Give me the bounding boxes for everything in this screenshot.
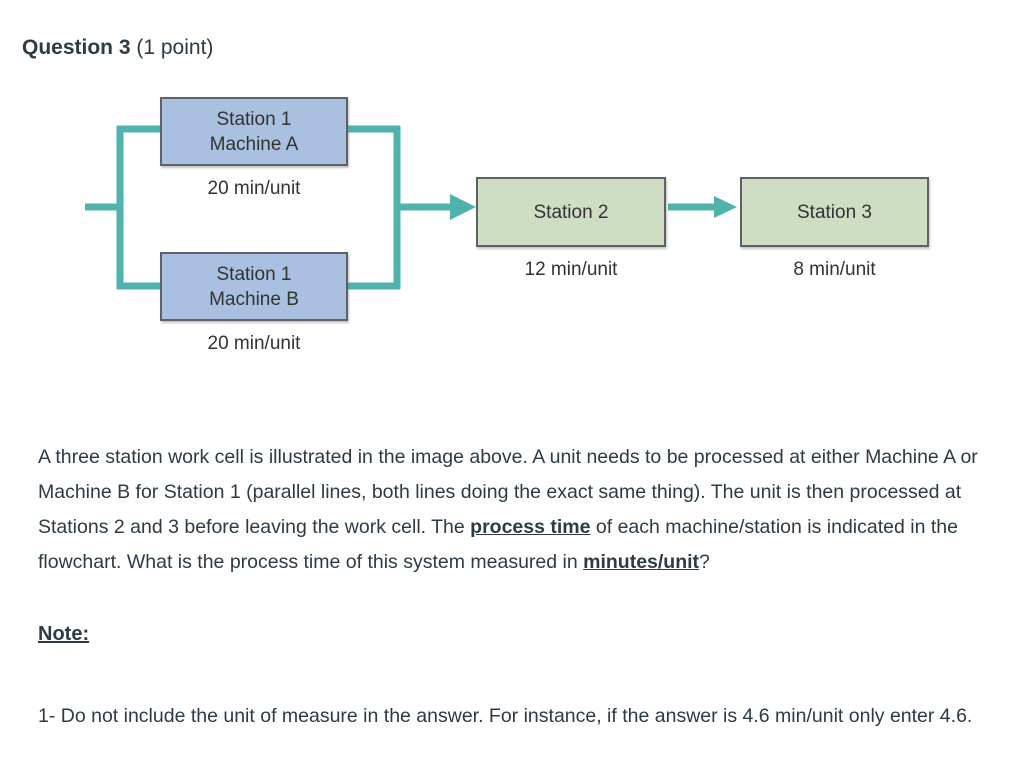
caption-station1-machine-b: 20 min/unit bbox=[207, 333, 301, 354]
work-cell-flowchart: Station 1 Machine A 20 min/unit Station … bbox=[0, 80, 1024, 380]
node-station2: Station 2 bbox=[476, 177, 666, 247]
emphasis-process-time: process time bbox=[470, 515, 591, 538]
question-points: (1 point) bbox=[136, 36, 214, 59]
caption-station1-machine-a: 20 min/unit bbox=[207, 178, 301, 199]
caption-station3: 8 min/unit bbox=[793, 259, 876, 280]
node-station3-label: Station 3 bbox=[797, 201, 872, 223]
node-station1-machine-b: Station 1 Machine B bbox=[160, 252, 348, 321]
question-number: Question 3 bbox=[22, 36, 131, 59]
node-station3: Station 3 bbox=[740, 177, 929, 247]
emphasis-minutes-per-unit: minutes/unit bbox=[583, 550, 700, 573]
caption-station2: 12 min/unit bbox=[524, 259, 618, 280]
node-station1-machine-b-line1: Station 1 bbox=[216, 263, 292, 285]
question-body-part-1: A three station work cell is illustrated… bbox=[38, 445, 978, 538]
flowchart-connectors bbox=[85, 125, 737, 290]
arrowhead-to-station3 bbox=[714, 196, 737, 218]
question-body-text: A three station work cell is illustrated… bbox=[38, 440, 984, 580]
node-station1-machine-a-line2: Machine A bbox=[209, 133, 299, 155]
node-station2-label: Station 2 bbox=[533, 201, 609, 223]
node-station1-machine-a-line1: Station 1 bbox=[216, 108, 292, 130]
question-body-part-2: of each machine/station is indicated in … bbox=[38, 515, 958, 573]
node-station1-machine-a: Station 1 Machine A bbox=[160, 97, 348, 166]
arrowhead-to-station2 bbox=[450, 194, 476, 220]
node-station1-machine-b-line2: Machine B bbox=[209, 288, 299, 310]
note-body-text: 1- Do not include the unit of measure in… bbox=[38, 704, 973, 727]
page-title: Question 3 (1 point) bbox=[22, 34, 213, 62]
note-heading: Note: bbox=[38, 623, 90, 645]
question-body-part-3: ? bbox=[699, 550, 710, 573]
